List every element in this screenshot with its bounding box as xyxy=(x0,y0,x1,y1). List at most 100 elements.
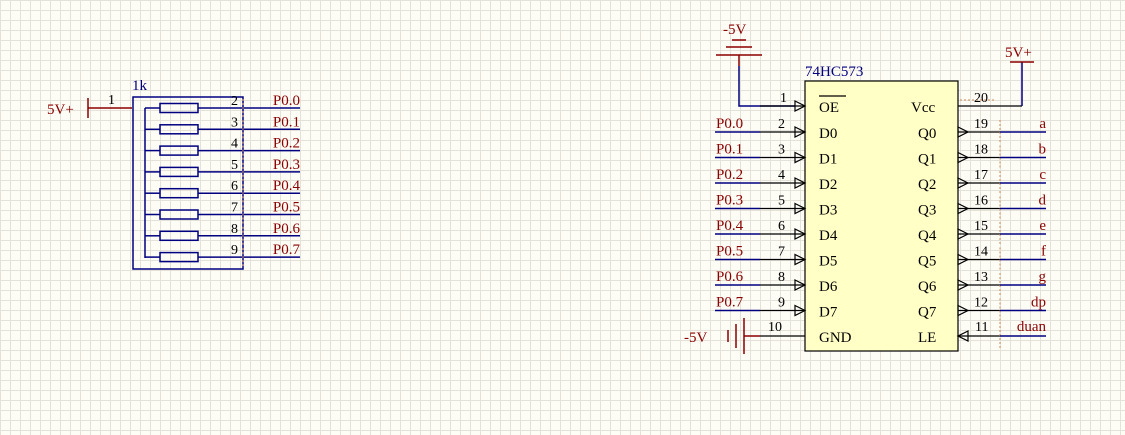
latch-input-pin-arrow xyxy=(794,253,807,266)
latch-output-pin-arrow xyxy=(957,202,970,215)
latch-input-net-label: P0.5 xyxy=(716,244,743,260)
latch-gnd-pin-number: 10 xyxy=(768,320,782,335)
latch-input-pin-name: D6 xyxy=(819,279,838,295)
latch-output-net-label: g xyxy=(1039,269,1047,285)
latch-vcc-supply-label: 5V+ xyxy=(1005,45,1032,61)
latch-output-pin-name: Q7 xyxy=(918,305,937,321)
latch-le-pin-number: 11 xyxy=(975,320,988,335)
latch-input-pin-number: 4 xyxy=(778,168,785,183)
latch-input-pin-arrow xyxy=(794,304,807,317)
rnet-pin-number: 8 xyxy=(231,222,238,237)
latch-input-pin-number: 3 xyxy=(778,143,785,158)
latch-gnd-pin-name: GND xyxy=(819,330,852,346)
latch-output-pin-number: 16 xyxy=(974,194,988,209)
rnet-resistor xyxy=(159,187,199,199)
rnet-pin-number: 2 xyxy=(231,94,238,109)
latch-input-pin-name: D0 xyxy=(819,126,837,142)
latch-output-net-label: d xyxy=(1039,193,1047,209)
latch-vcc-pin-number: 20 xyxy=(974,91,988,106)
latch-le-pin-arrow xyxy=(956,330,969,342)
latch-input-pin-number: 5 xyxy=(778,194,785,209)
latch-oe-pin-name: OE xyxy=(819,100,839,116)
rnet-pin-number: 5 xyxy=(231,158,238,173)
latch-input-net-label: P0.0 xyxy=(716,116,743,132)
rnet-resistor xyxy=(159,124,199,135)
rnet-resistor xyxy=(159,251,199,263)
latch-input-pin-arrow xyxy=(794,279,807,291)
rnet-package-outline xyxy=(132,96,244,270)
rnet-pin-number: 3 xyxy=(231,115,238,130)
latch-top-supply-label: -5V xyxy=(723,22,746,38)
latch-output-pin-name: Q6 xyxy=(918,279,937,295)
latch-input-pin-arrow xyxy=(794,151,807,164)
latch-output-pin-arrow xyxy=(957,304,970,317)
latch-input-net-label: P0.4 xyxy=(716,218,744,234)
latch-input-pin-name: D1 xyxy=(819,152,837,168)
latch-input-net-label: P0.6 xyxy=(716,269,744,285)
latch-output-pin-arrow xyxy=(957,253,970,266)
latch-le-pin-name: LE xyxy=(918,330,936,346)
latch-input-net-label: P0.7 xyxy=(716,295,744,311)
latch-output-net-label: a xyxy=(1039,116,1046,132)
rnet-resistor xyxy=(159,145,199,156)
latch-output-pin-name: Q1 xyxy=(918,152,936,168)
latch-input-pin-number: 8 xyxy=(778,270,785,285)
latch-output-net-label: dp xyxy=(1031,295,1046,311)
latch-oe-pin-number: 1 xyxy=(780,91,787,106)
rnet-value-label: 1k xyxy=(132,78,148,94)
latch-output-pin-name: Q3 xyxy=(918,203,936,219)
latch-output-pin-number: 19 xyxy=(974,117,988,132)
latch-output-net-label: f xyxy=(1041,244,1046,260)
rnet-net-label: P0.5 xyxy=(273,200,300,216)
latch-input-pin-arrow xyxy=(794,202,807,215)
latch-output-net-label: b xyxy=(1039,142,1047,158)
latch-output-pin-name: Q4 xyxy=(918,228,937,244)
latch-output-pin-number: 14 xyxy=(974,245,988,260)
rnet-resistor xyxy=(159,209,199,220)
latch-output-pin-name: Q5 xyxy=(918,254,936,270)
latch-input-pin-number: 7 xyxy=(778,245,785,260)
latch-vcc-pin-name: Vcc xyxy=(911,100,935,116)
latch-input-pin-number: 2 xyxy=(778,117,785,132)
latch-output-pin-arrow xyxy=(957,279,970,291)
latch-output-net-label: e xyxy=(1039,218,1046,234)
latch-part-name: 74HC573 xyxy=(805,64,863,80)
latch-le-net-label: duan xyxy=(1017,319,1047,335)
latch-output-pin-number: 18 xyxy=(974,143,988,158)
latch-output-pin-number: 13 xyxy=(974,270,988,285)
latch-output-pin-number: 12 xyxy=(974,296,988,311)
rnet-pin-number: 7 xyxy=(231,201,238,216)
rnet-power-label: 5V+ xyxy=(47,102,74,118)
latch-oe-pin-arrow xyxy=(794,100,807,112)
latch-body[interactable] xyxy=(804,80,959,352)
latch-input-pin-name: D3 xyxy=(819,203,837,219)
latch-output-pin-arrow xyxy=(957,177,970,189)
latch-output-pin-number: 15 xyxy=(974,219,988,234)
latch-output-pin-arrow xyxy=(957,126,970,138)
rnet-pin-number: 9 xyxy=(231,243,238,258)
rnet-net-label: P0.3 xyxy=(273,157,300,173)
latch-output-pin-arrow xyxy=(957,228,970,240)
latch-output-pin-name: Q2 xyxy=(918,177,936,193)
rnet-net-label: P0.2 xyxy=(273,136,300,152)
latch-input-pin-number: 9 xyxy=(778,296,785,311)
latch-input-pin-name: D7 xyxy=(819,305,838,321)
rnet-net-label: P0.0 xyxy=(273,93,300,109)
rnet-resistor xyxy=(159,102,199,114)
rnet-pin-number: 4 xyxy=(231,137,238,152)
rnet-net-label: P0.7 xyxy=(273,242,301,258)
latch-input-pin-name: D4 xyxy=(819,228,838,244)
latch-input-pin-arrow xyxy=(794,126,807,138)
latch-gnd-supply-label: -5V xyxy=(684,330,707,346)
rnet-net-label: P0.4 xyxy=(273,178,301,194)
latch-input-pin-arrow xyxy=(794,177,807,189)
rnet-net-label: P0.6 xyxy=(273,221,301,237)
rnet-net-label: P0.1 xyxy=(273,114,300,130)
latch-output-net-label: c xyxy=(1039,167,1046,183)
latch-input-net-label: P0.3 xyxy=(716,193,743,209)
latch-output-pin-name: Q0 xyxy=(918,126,936,142)
